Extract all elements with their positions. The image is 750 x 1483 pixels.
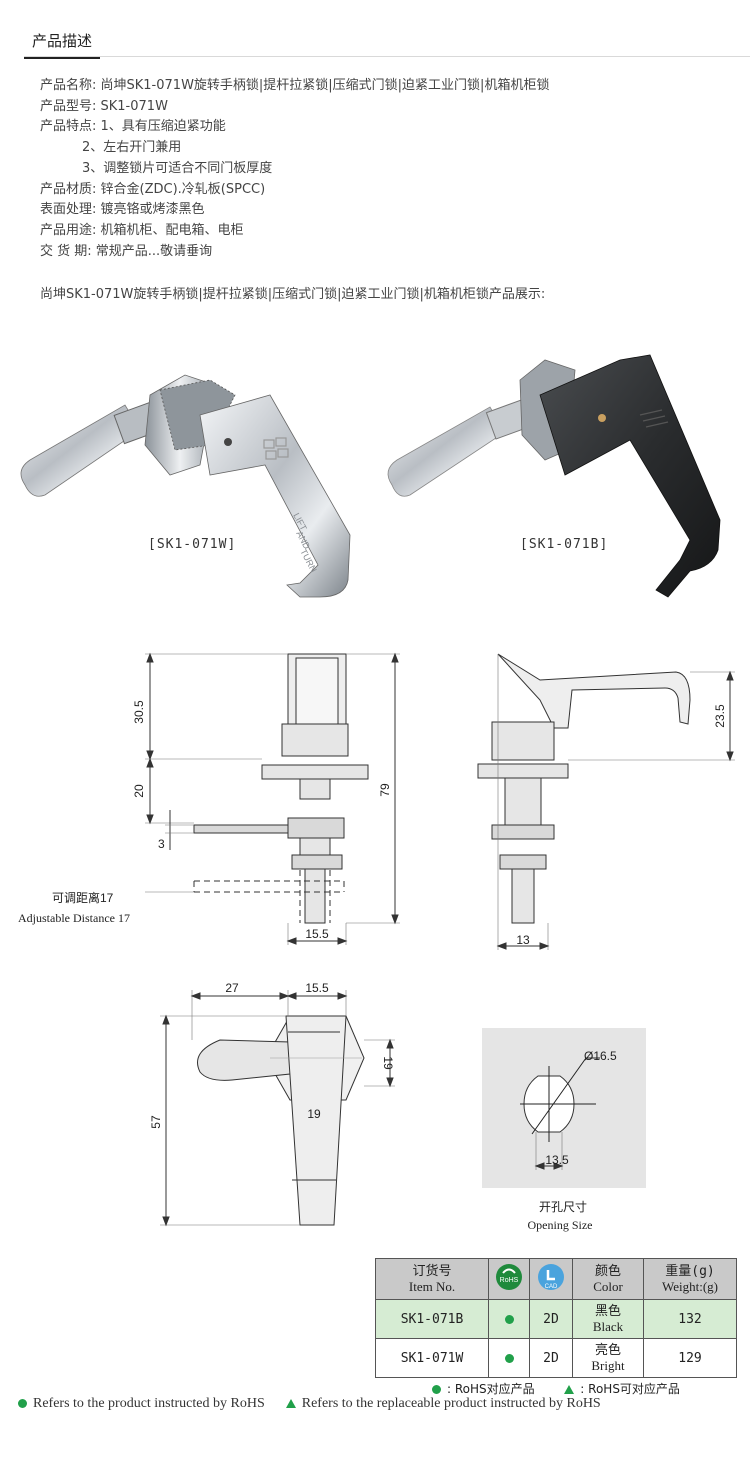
spec-feature-2: 2、左右开门兼用 xyxy=(82,140,182,156)
cell-color: 亮色 Bright xyxy=(572,1338,644,1378)
cell-color: 黑色 Black xyxy=(572,1299,644,1339)
cell-weight: 129 xyxy=(643,1338,737,1378)
dim-20: 20 xyxy=(132,784,146,798)
legend-en: Refers to the product instructed by RoHS… xyxy=(18,1396,601,1412)
cell-weight: 132 xyxy=(643,1299,737,1339)
cell-cad: 2D xyxy=(529,1338,573,1378)
header-cad: CAD xyxy=(529,1258,573,1300)
dim-57: 57 xyxy=(149,1115,163,1129)
cell-cad: 2D xyxy=(529,1299,573,1339)
spec-model: 产品型号: SK1-071W xyxy=(40,98,168,114)
dim-79: 79 xyxy=(378,783,392,797)
rohs-dot-icon xyxy=(504,1353,514,1363)
dim-19-width: 19 xyxy=(307,1107,321,1121)
dim-diameter: Ø16.5 xyxy=(584,1049,617,1063)
dim-3: 3 xyxy=(158,837,165,851)
spec-material: 产品材质: 锌合金(ZDC).冷轧板(SPCC) xyxy=(40,181,266,197)
order-table: 订货号 Item No. RoHS CAD 颜色 Color 重量(g) Wei… xyxy=(375,1258,737,1378)
rohs-dot-icon xyxy=(504,1314,514,1324)
dim-19-hex: 19 xyxy=(381,1056,395,1070)
rohs-icon: RoHS xyxy=(496,1264,522,1290)
section-title: 产品描述 xyxy=(24,30,101,59)
rohs-dot-icon xyxy=(432,1385,441,1394)
spec-list: 产品名称: 尚坤SK1-071W旋转手柄锁|提杆拉紧锁|压缩式门锁|迫紧工业门锁… xyxy=(40,76,549,262)
spec-delivery: 交 货 期: 常规产品...敬请垂询 xyxy=(40,243,213,259)
adjustable-en: Adjustable Distance 17 xyxy=(18,911,130,925)
cell-rohs xyxy=(488,1299,530,1339)
dim-27: 27 xyxy=(225,981,239,995)
dim-13: 13 xyxy=(516,933,530,947)
dim-23-5: 23.5 xyxy=(713,704,727,728)
header-color: 颜色 Color xyxy=(572,1258,644,1300)
opening-label-cn: 开孔尺寸 xyxy=(539,1200,587,1214)
rohs-dot-icon xyxy=(18,1399,27,1409)
svg-text:RoHS: RoHS xyxy=(500,1277,519,1284)
adjustable-cn: 可调距离17 xyxy=(52,890,114,905)
technical-drawing: 30.5 20 3 79 15.5 可调距离17 Adjustable Dist… xyxy=(18,652,735,1232)
front-view xyxy=(145,652,400,945)
table-row: SK1-071B 2D 黑色 Black 132 xyxy=(375,1299,737,1339)
dim-15-5-front: 15.5 xyxy=(305,927,329,941)
table-row: SK1-071W 2D 亮色 Bright 129 xyxy=(375,1338,737,1378)
side-view xyxy=(477,653,735,950)
replaceable-triangle-icon xyxy=(564,1385,575,1394)
opening-label-en: Opening Size xyxy=(528,1218,593,1232)
header-item: 订货号 Item No. xyxy=(375,1258,489,1300)
header-rohs: RoHS xyxy=(488,1258,530,1300)
showcase-title: 尚坤SK1-071W旋转手柄锁|提杆拉紧锁|压缩式门锁|迫紧工业门锁|机箱机柜锁… xyxy=(40,287,546,302)
cad-icon: CAD xyxy=(538,1264,564,1290)
opening-view xyxy=(482,1028,646,1188)
replaceable-triangle-icon xyxy=(285,1399,296,1409)
cell-rohs xyxy=(488,1338,530,1378)
spec-name: 产品名称: 尚坤SK1-071W旋转手柄锁|提杆拉紧锁|压缩式门锁|迫紧工业门锁… xyxy=(40,78,550,93)
caption-sk1-071b: [SK1-071B] xyxy=(520,537,609,552)
cell-item: SK1-071B xyxy=(375,1299,489,1339)
product-photos: LIFT AND TURN xyxy=(20,354,721,598)
spec-feature-3: 3、调整锁片可适合不同门板厚度 xyxy=(82,160,273,176)
spec-finish: 表面处理: 镀亮铬或烤漆黑色 xyxy=(40,202,205,218)
spec-usage: 产品用途: 机箱机柜、配电箱、电柜 xyxy=(40,222,244,238)
caption-sk1-071w: [SK1-071W] xyxy=(148,537,237,552)
header-weight: 重量(g) Weight:(g) xyxy=(643,1258,737,1300)
dim-15-5-top: 15.5 xyxy=(305,981,329,995)
dim-13-5: 13.5 xyxy=(545,1153,569,1167)
photo-sk1-071w: LIFT AND TURN xyxy=(20,374,351,598)
spec-feature-1: 产品特点: 1、具有压缩迫紧功能 xyxy=(40,119,226,135)
title-divider xyxy=(24,56,750,57)
svg-text:CAD: CAD xyxy=(545,1284,558,1290)
photo-sk1-071b xyxy=(387,354,721,598)
cell-item: SK1-071W xyxy=(375,1338,489,1378)
legend-cn: : RoHS对应产品 : RoHS可对应产品 xyxy=(432,1380,680,1397)
dim-30-5: 30.5 xyxy=(132,700,146,724)
top-view xyxy=(160,990,395,1227)
